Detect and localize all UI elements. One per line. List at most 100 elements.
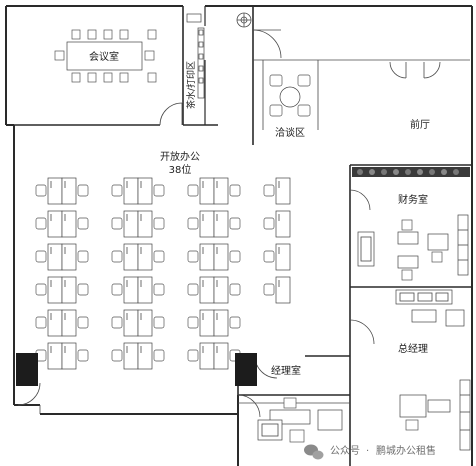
open-office-seats-label: 38位	[169, 163, 192, 176]
gm-coffee-table	[411, 309, 437, 323]
manager-sofa	[257, 419, 283, 441]
chair	[229, 283, 241, 296]
desk	[123, 243, 139, 271]
finance-room: 财务室	[357, 193, 469, 281]
finance-desk-2	[397, 255, 419, 269]
chair	[35, 316, 47, 329]
chair	[153, 283, 165, 296]
manager-label: 经理室	[271, 364, 301, 377]
chair	[35, 250, 47, 263]
desk	[213, 243, 229, 271]
desk	[47, 309, 63, 337]
chair	[187, 349, 199, 362]
chair	[187, 184, 199, 197]
chair	[263, 283, 275, 296]
gm-cabinet	[459, 379, 471, 451]
chair	[229, 184, 241, 197]
meeting-chairs	[54, 29, 157, 83]
chair	[35, 184, 47, 197]
watermark-separator: ·	[366, 446, 369, 457]
desk	[123, 177, 139, 205]
chair	[77, 250, 89, 263]
chair	[111, 217, 123, 230]
chair	[111, 316, 123, 329]
doors	[17, 29, 441, 418]
open-office-label-group: 开放办公 38位	[160, 150, 200, 176]
chair	[153, 316, 165, 329]
chair	[187, 250, 199, 263]
finance-label: 财务室	[398, 193, 428, 206]
chair	[77, 283, 89, 296]
meeting-room-label: 会议室	[89, 50, 119, 63]
chair	[187, 283, 199, 296]
watermark-name: 鹏城办公租售	[376, 444, 436, 457]
desk	[275, 243, 291, 271]
desk	[47, 342, 63, 370]
desk	[47, 177, 63, 205]
open-office-label: 开放办公	[160, 150, 200, 163]
chair	[77, 316, 89, 329]
meeting-table	[66, 41, 143, 71]
gm-label: 总经理	[398, 342, 428, 355]
meeting-room: 会议室	[54, 29, 157, 83]
desk	[199, 342, 215, 370]
desk	[213, 309, 229, 337]
lounge-label: 洽谈区	[275, 126, 305, 139]
column-left	[16, 353, 38, 386]
tea-print-label: 茶水/打印区	[185, 61, 197, 109]
desk	[199, 309, 215, 337]
desk	[61, 342, 77, 370]
open-office-workstations	[35, 177, 291, 370]
chair	[153, 349, 165, 362]
chair	[111, 184, 123, 197]
chair	[263, 184, 275, 197]
desk	[47, 210, 63, 238]
gm-room: 总经理	[395, 289, 471, 451]
plant-icon	[236, 12, 252, 28]
chair	[153, 184, 165, 197]
gm-sofa	[395, 289, 453, 305]
desk	[199, 177, 215, 205]
chair	[229, 316, 241, 329]
desk	[137, 210, 153, 238]
finance-sofa	[357, 231, 375, 267]
chair	[153, 250, 165, 263]
chair	[77, 184, 89, 197]
desk	[199, 210, 215, 238]
desk	[275, 210, 291, 238]
reception-label: 前厅	[410, 118, 430, 131]
chair	[35, 283, 47, 296]
desk	[61, 309, 77, 337]
desk	[137, 243, 153, 271]
chair	[111, 250, 123, 263]
chair	[111, 283, 123, 296]
chair	[35, 217, 47, 230]
desk	[123, 309, 139, 337]
chair	[77, 349, 89, 362]
chair	[187, 217, 199, 230]
desk	[199, 276, 215, 304]
desk	[199, 243, 215, 271]
finance-desk-1	[397, 231, 419, 245]
desk	[47, 243, 63, 271]
desk	[275, 177, 291, 205]
desk	[275, 276, 291, 304]
desk	[213, 177, 229, 205]
column-right	[235, 353, 257, 386]
watermark-prefix: 公众号	[330, 445, 360, 457]
chair	[229, 217, 241, 230]
desk	[137, 309, 153, 337]
desk	[137, 276, 153, 304]
desk	[213, 276, 229, 304]
desk	[61, 210, 77, 238]
tea-print-area: 茶水/打印区	[185, 13, 205, 109]
desk	[61, 177, 77, 205]
manager-room: 经理室	[257, 364, 343, 443]
desk	[61, 276, 77, 304]
desk	[137, 177, 153, 205]
chair	[263, 250, 275, 263]
desk	[137, 342, 153, 370]
desk	[61, 243, 77, 271]
desk	[123, 342, 139, 370]
desk	[213, 342, 229, 370]
